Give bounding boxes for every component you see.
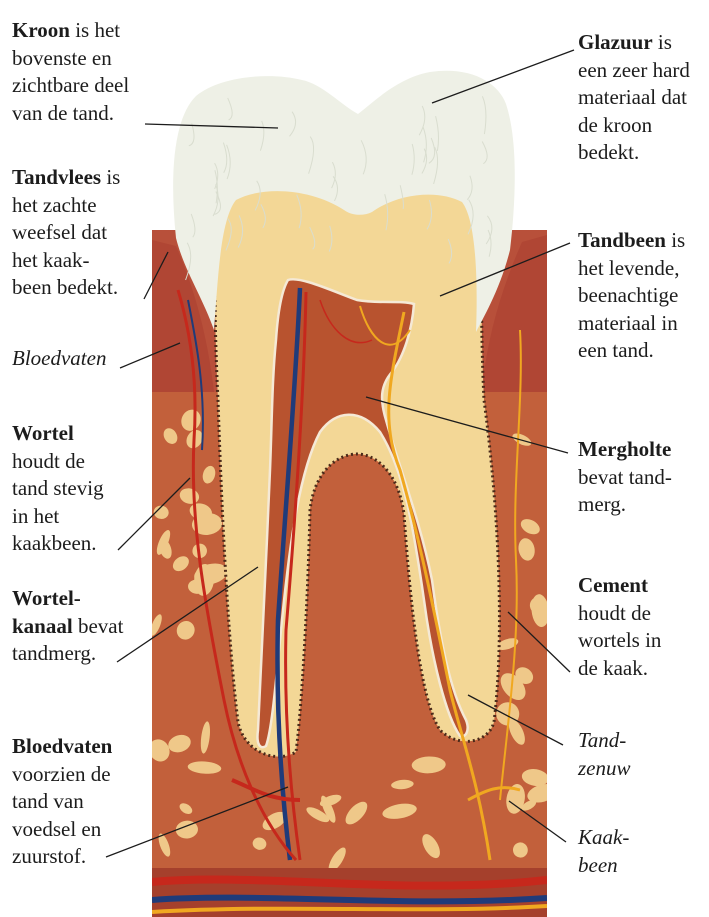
cement-line-4: de kaak. — [578, 655, 661, 683]
kroon-line-4: van de tand. — [12, 100, 129, 128]
label-cement: Cement houdt de wortels in de kaak. — [578, 572, 661, 682]
label-wortel: Wortel houdt de tand stevig in het kaakb… — [12, 420, 104, 558]
mergholte-line-3: merg. — [578, 491, 672, 519]
bloedvaten-bottom-line-2: voorzien de — [12, 761, 112, 789]
wortel-line-2: houdt de — [12, 448, 104, 476]
label-mergholte: Mergholte bevat tand- merg. — [578, 436, 672, 519]
term-wortelkanaal-2: kanaal — [12, 614, 73, 638]
kroon-line-3: zichtbare deel — [12, 72, 129, 100]
bloedvaten-top-text: Bloedvaten — [12, 345, 106, 373]
tandbeen-line-3: beenachtige — [578, 282, 685, 310]
term-glazuur: Glazuur — [578, 30, 653, 54]
tandbeen-line-5: een tand. — [578, 337, 685, 365]
tandvlees-line-3: weefsel dat — [12, 219, 120, 247]
glazuur-line-3: materiaal dat — [578, 84, 690, 112]
cement-line-3: wortels in — [578, 627, 661, 655]
kroon-line-1: is het — [70, 18, 120, 42]
wortelkanaal-line-3: tandmerg. — [12, 640, 123, 668]
wortel-line-3: tand stevig — [12, 475, 104, 503]
label-glazuur: Glazuur is een zeer hard materiaal dat d… — [578, 29, 690, 167]
term-kroon: Kroon — [12, 18, 70, 42]
glazuur-line-4: de kroon — [578, 112, 690, 140]
term-tandbeen: Tandbeen — [578, 228, 666, 252]
mergholte-line-2: bevat tand- — [578, 464, 672, 492]
glazuur-line-1: is — [653, 30, 672, 54]
glazuur-line-2: een zeer hard — [578, 57, 690, 85]
tandbeen-line-2: het levende, — [578, 255, 685, 283]
wortel-line-5: kaakbeen. — [12, 530, 104, 558]
term-bloedvaten-bottom: Bloedvaten — [12, 733, 112, 761]
tandzenuw-line-1: Tand- — [578, 727, 631, 755]
wortelkanaal-line-2: bevat — [73, 614, 124, 638]
tandbeen-line-4: materiaal in — [578, 310, 685, 338]
bloedvaten-bottom-line-3: tand van — [12, 788, 112, 816]
glazuur-line-5: bedekt. — [578, 139, 690, 167]
label-bloedvaten-top: Bloedvaten — [12, 345, 106, 373]
term-wortel: Wortel — [12, 420, 104, 448]
label-bloedvaten-bottom: Bloedvaten voorzien de tand van voedsel … — [12, 733, 112, 871]
kroon-line-2: bovenste en — [12, 45, 129, 73]
tandvlees-line-2: het zachte — [12, 192, 120, 220]
term-cement: Cement — [578, 572, 661, 600]
kaakbeen-line-1: Kaak- — [578, 824, 629, 852]
term-wortelkanaal-1: Wortel- — [12, 585, 123, 613]
tandvlees-line-4: het kaak- — [12, 247, 120, 275]
label-tandbeen: Tandbeen is het levende, beenachtige mat… — [578, 227, 685, 365]
bloedvaten-bottom-line-4: voedsel en — [12, 816, 112, 844]
tandbeen-line-1: is — [666, 228, 685, 252]
tandvlees-line-5: been bedekt. — [12, 274, 120, 302]
label-tandzenuw: Tand- zenuw — [578, 727, 631, 782]
kaakbeen-line-2: been — [578, 852, 629, 880]
tandvlees-line-1: is — [101, 165, 120, 189]
bloedvaten-bottom-line-5: zuurstof. — [12, 843, 112, 871]
label-kroon: Kroon is het bovenste en zichtbare deel … — [12, 17, 129, 127]
label-kaakbeen: Kaak- been — [578, 824, 629, 879]
label-tandvlees: Tandvlees is het zachte weefsel dat het … — [12, 164, 120, 302]
term-tandvlees: Tandvlees — [12, 165, 101, 189]
tandzenuw-line-2: zenuw — [578, 755, 631, 783]
label-wortelkanaal: Wortel- kanaal bevat tandmerg. — [12, 585, 123, 668]
wortel-line-4: in het — [12, 503, 104, 531]
term-mergholte: Mergholte — [578, 436, 672, 464]
cement-line-2: houdt de — [578, 600, 661, 628]
